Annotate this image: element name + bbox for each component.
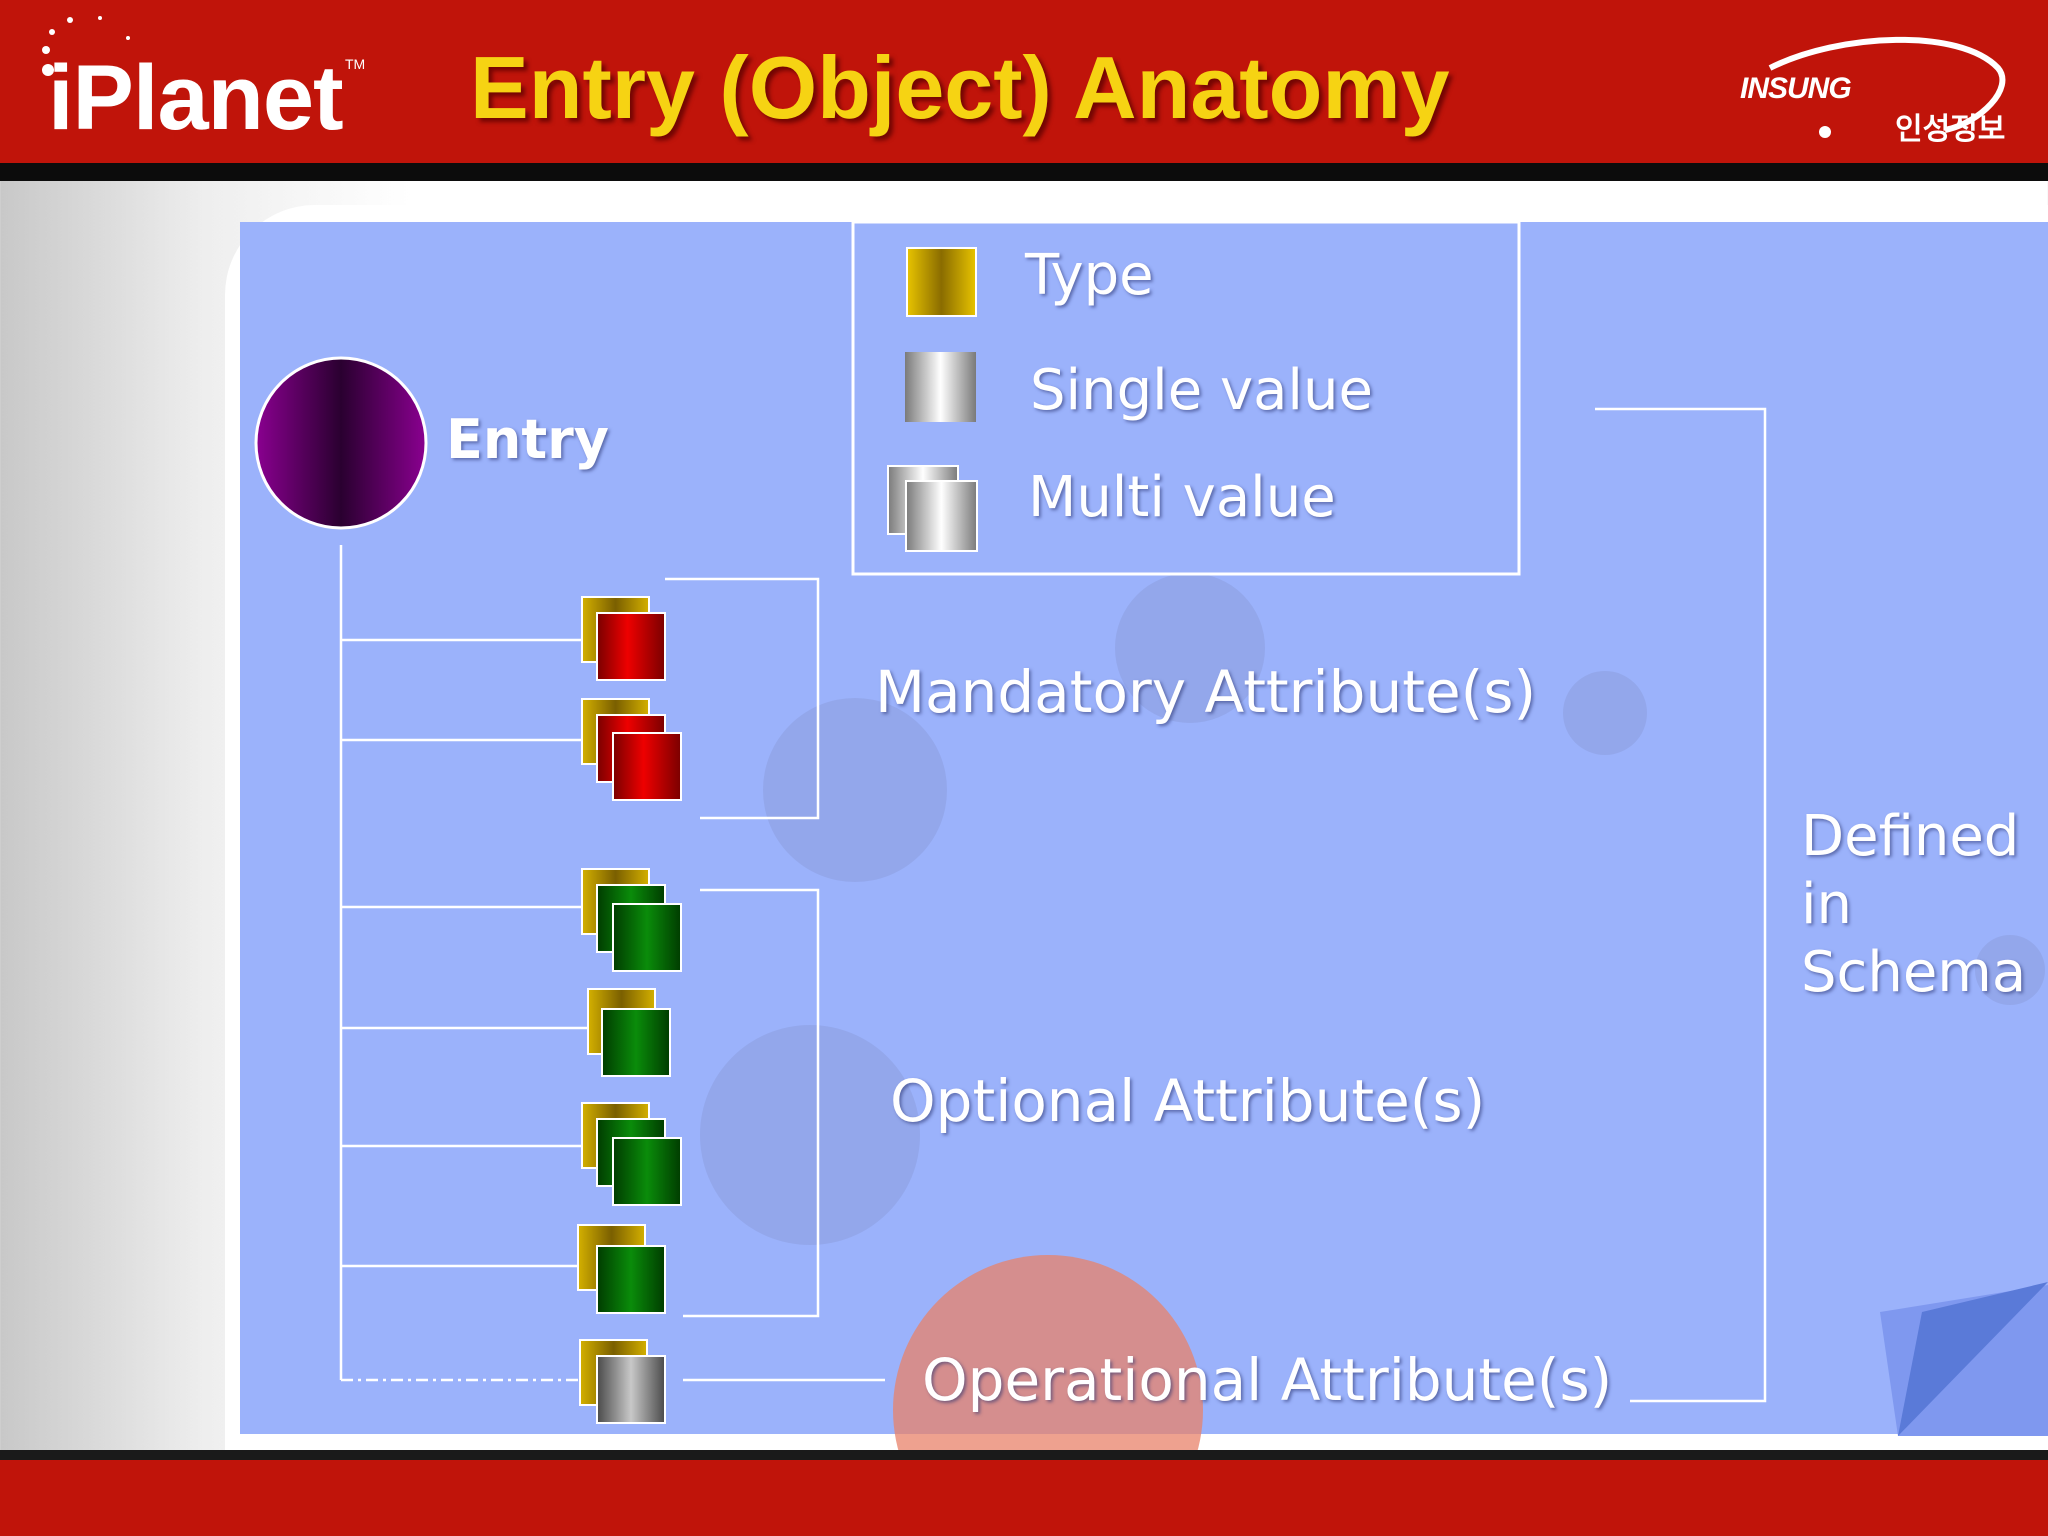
tree-connectors bbox=[339, 545, 588, 1382]
entry-circle bbox=[254, 356, 428, 530]
optional-attribute-single bbox=[577, 1224, 666, 1314]
legend-type-swatch bbox=[906, 247, 977, 317]
header-bar bbox=[0, 0, 2048, 163]
optional-attribute-multi bbox=[581, 868, 682, 972]
schema-label-line: Defined bbox=[1801, 804, 2020, 869]
decorative-circles bbox=[700, 573, 2045, 1245]
diagram-panel bbox=[240, 222, 2048, 1434]
optional-attribute-multi bbox=[581, 1102, 682, 1206]
operational-attribute-single bbox=[579, 1339, 666, 1424]
schema-label-line: in bbox=[1801, 872, 1853, 937]
iplanet-logo: iPlanet bbox=[48, 47, 344, 149]
trademark-mark: TM bbox=[345, 56, 366, 72]
optional-bracket bbox=[683, 888, 820, 1318]
mandatory-attribute-single bbox=[581, 596, 666, 681]
insung-logo-swoosh-icon bbox=[1768, 36, 2006, 138]
optional-attribute-single bbox=[587, 988, 671, 1077]
legend-type-label: Type bbox=[1025, 243, 1154, 308]
legend-single-label: Single value bbox=[1030, 358, 1373, 423]
footer-bar bbox=[0, 1460, 2048, 1536]
brand-name-english: INSUNG bbox=[1740, 72, 1852, 105]
legend-single-swatch bbox=[905, 352, 976, 422]
legend-box bbox=[851, 220, 1521, 576]
header-divider bbox=[0, 163, 2048, 181]
mandatory-attributes-label: Mandatory Attribute(s) bbox=[875, 658, 1537, 726]
schema-label-line: Schema bbox=[1801, 940, 2027, 1005]
slide-title: Entry (Object) Anatomy bbox=[470, 38, 1450, 137]
mandatory-attribute-multi bbox=[581, 698, 682, 801]
schema-bracket bbox=[1595, 407, 1767, 1403]
page-curl-icon bbox=[1880, 1282, 2048, 1436]
operational-attributes-label: Operational Attribute(s) bbox=[922, 1346, 1613, 1414]
optional-attributes-label: Optional Attribute(s) bbox=[890, 1067, 1486, 1135]
sparkle-dots-icon bbox=[42, 16, 130, 76]
footer-divider bbox=[0, 1450, 2048, 1460]
entry-label: Entry bbox=[446, 408, 609, 471]
legend-multi-swatch bbox=[887, 465, 978, 552]
mandatory-bracket bbox=[665, 577, 820, 820]
legend-multi-label: Multi value bbox=[1028, 465, 1336, 530]
brand-name-korean: 인성정보 bbox=[1895, 112, 2006, 147]
defined-in-schema-label: Defined in Schema bbox=[1801, 803, 2048, 1007]
